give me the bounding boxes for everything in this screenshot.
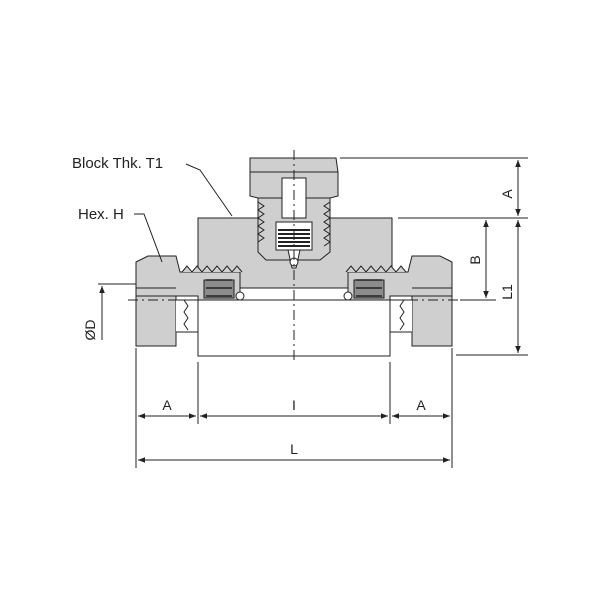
left-thread: [181, 265, 243, 273]
dim-l-label: L: [290, 441, 298, 457]
dim-b-label: B: [467, 255, 483, 264]
block-thickness-label: Block Thk. T1: [72, 155, 163, 172]
dim-left-a-label: A: [162, 397, 172, 413]
callout-leaders: [134, 163, 233, 263]
dim-l1-label: L1: [499, 284, 515, 300]
top-thread: [257, 201, 331, 247]
dim-top-a-label: A: [499, 189, 515, 199]
center-lines: [128, 150, 460, 362]
through-tube: [197, 299, 391, 357]
dimension-lines: [98, 157, 528, 468]
dim-right-a-label: A: [416, 397, 426, 413]
dim-i-label: I: [292, 397, 296, 413]
hex-label: Hex. H: [78, 206, 124, 223]
dim-od-label: ØD: [82, 320, 98, 341]
right-thread: [345, 265, 407, 273]
